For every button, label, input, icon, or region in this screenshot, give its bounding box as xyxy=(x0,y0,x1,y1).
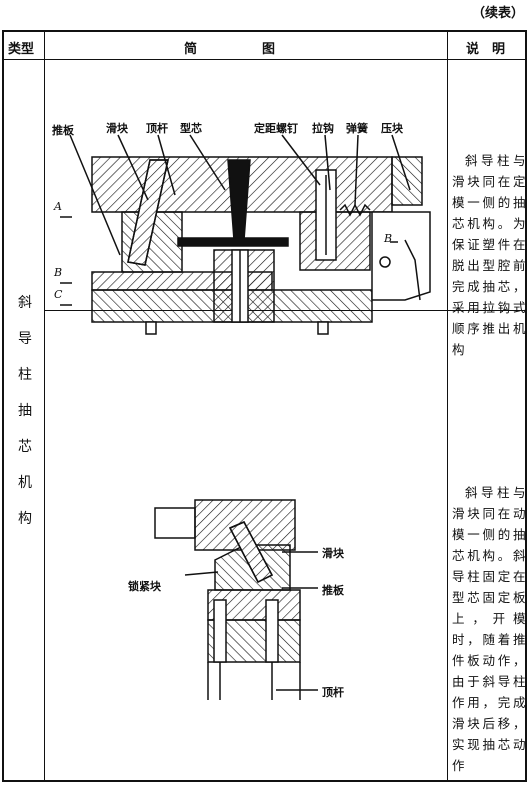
header-type: 类型 xyxy=(8,42,35,57)
label-slider-2: 滑块 xyxy=(322,547,344,560)
table: 类型 简 图 说 明 斜 导 柱 抽 芯 机 构 斜导柱与滑块同在定模一侧的抽芯… xyxy=(2,30,527,782)
row2-description: 斜导柱与滑块同在动模一侧的抽芯机构。斜导柱固定在型芯固定板上，开模时，随着推件板… xyxy=(452,485,526,773)
type-char: 导 xyxy=(18,331,32,347)
label-spring: 弹簧 xyxy=(346,122,368,135)
label-section-b2: B xyxy=(384,232,393,245)
label-press-block: 压块 xyxy=(381,122,403,135)
type-char: 机 xyxy=(18,475,32,491)
label-lock-block: 锁紧块 xyxy=(128,580,161,593)
label-core-1: 型芯 xyxy=(180,122,202,135)
label-ejector-pin-2: 顶杆 xyxy=(322,686,344,699)
type-char: 构 xyxy=(18,511,32,527)
label-slider-1: 滑块 xyxy=(106,122,128,135)
header-diagram: 简 图 xyxy=(184,42,276,57)
type-char: 芯 xyxy=(18,439,32,455)
type-char: 斜 xyxy=(18,295,32,311)
label-section-a: A xyxy=(54,200,62,213)
label-push-plate-1: 推板 xyxy=(52,124,74,137)
header-description: 说 明 xyxy=(466,42,506,57)
continued-note: （续表） xyxy=(471,6,524,21)
label-ejector-pin-1: 顶杆 xyxy=(146,122,168,135)
type-char: 柱 xyxy=(18,367,32,383)
type-char: 抽 xyxy=(18,403,32,419)
label-section-b: B xyxy=(54,266,63,279)
label-distance-screw: 定距螺钉 xyxy=(254,122,298,135)
label-hook: 拉钩 xyxy=(312,122,334,135)
type-cell: 斜 导 柱 抽 芯 机 构 xyxy=(4,292,46,528)
label-push-plate-2: 推板 xyxy=(322,584,344,597)
row1-description: 斜导柱与滑块同在定模一侧的抽芯机构。为保证塑件在脱出型腔前完成抽芯，采用拉钩式顺… xyxy=(452,153,526,357)
label-section-c: C xyxy=(54,288,63,301)
